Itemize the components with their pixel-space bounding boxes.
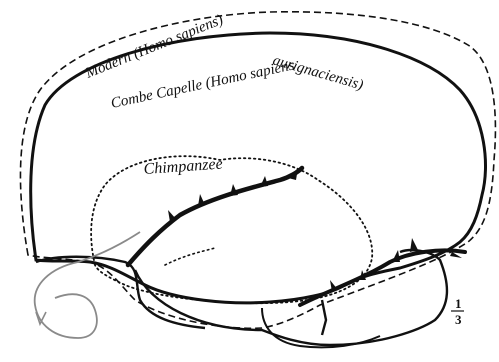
modern-outline-dashed bbox=[20, 12, 495, 329]
lower-spike-4 bbox=[410, 238, 418, 252]
label-modern: Modern (Homo sapiens) bbox=[83, 12, 226, 82]
chimpanzee-inner-dotted-curve bbox=[165, 248, 215, 265]
cerebellum-notch bbox=[322, 300, 326, 335]
label-combe-capelle-line1: Combe Capelle (Homo sapiens bbox=[110, 57, 296, 112]
sylvian-fissure-groove bbox=[128, 168, 302, 265]
scale-numerator: 1 bbox=[455, 296, 462, 311]
fissure-spike-2 bbox=[198, 194, 205, 206]
cerebellum-outline bbox=[262, 308, 380, 347]
lower-spike-3 bbox=[392, 250, 400, 262]
scale-denominator: 3 bbox=[455, 312, 462, 327]
chimpanzee-outline-dotted bbox=[91, 156, 372, 303]
